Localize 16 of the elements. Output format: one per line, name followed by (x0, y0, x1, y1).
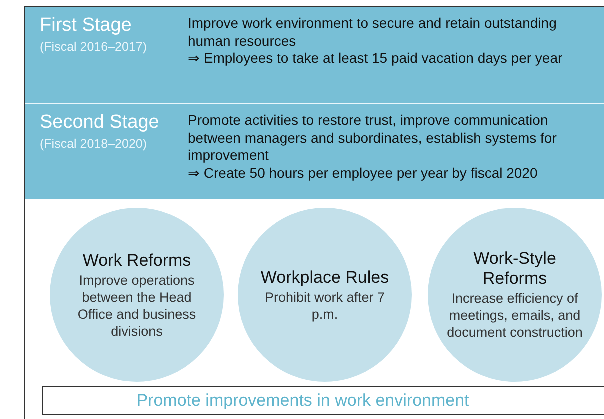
circle-description: Prohibit work after 7 p.m. (264, 288, 386, 322)
circle-title: Workplace Rules (260, 268, 390, 288)
banner-text: Promote improvements in work environment (136, 391, 470, 411)
fiscal-period: (Fiscal 2018–2020) (40, 137, 148, 151)
circle-description: Increase efficiency of meetings, emails, and document construction (446, 290, 584, 341)
target-text: ⇒ Create 50 hours per employee per year by fiscal 2020 (188, 164, 539, 182)
circle-title: Work-Style Reforms (472, 249, 558, 289)
description-text: Improve work environment to secure and retain outstanding human resources (188, 15, 558, 50)
banner-box (42, 386, 604, 415)
circle-title: Work Reforms (82, 250, 192, 270)
description-text: Promote activities to restore trust, improve communication between managers and subordinates, establish systems for improvement (188, 112, 558, 164)
circle-description: Improve operations between the Head Office and business divisions (76, 272, 198, 340)
stage-title: First Stage (40, 15, 133, 37)
target-text: ⇒ Employees to take at least 15 paid vacation days per year (188, 50, 564, 68)
stage-title: Second Stage (40, 112, 160, 134)
fiscal-period: (Fiscal 2016–2017) (40, 40, 148, 54)
